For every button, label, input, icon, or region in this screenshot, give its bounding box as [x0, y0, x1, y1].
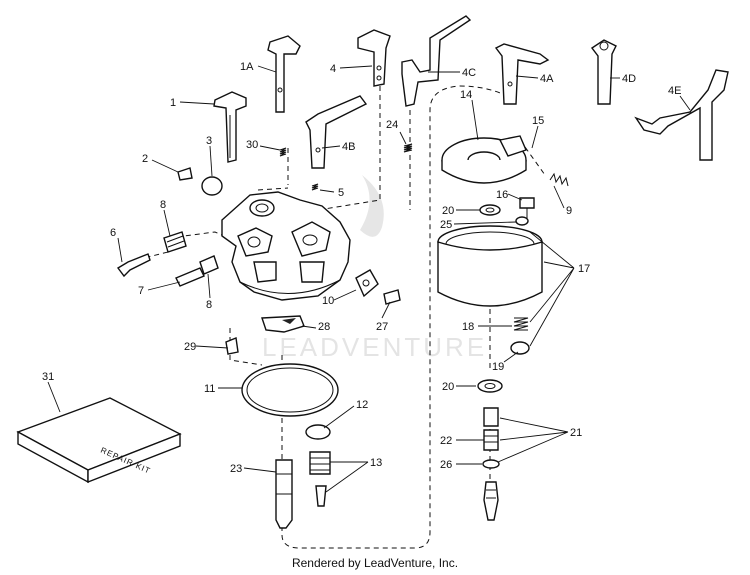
jet-8-lower	[199, 255, 219, 275]
callout-5: 5	[338, 187, 344, 199]
screw-27	[383, 289, 401, 305]
callout-labels: 1 1A 4 4C 4B 4A 4D 4E 14 15 2 3 30 24 5 …	[42, 61, 681, 475]
spring-9	[549, 172, 569, 187]
callout-2: 2	[142, 153, 148, 165]
needle-13	[315, 485, 327, 507]
callout-22: 22	[440, 435, 452, 447]
carburetor-body	[221, 191, 351, 301]
spring-30	[279, 147, 287, 157]
screw-6	[116, 253, 151, 278]
lever-4a	[494, 43, 550, 105]
spring-18	[513, 317, 529, 331]
callout-4a: 4A	[540, 73, 554, 85]
jet-8-upper	[163, 231, 187, 253]
spring-24	[403, 143, 413, 153]
leader-lines	[47, 65, 691, 493]
float-bowl-17	[437, 225, 543, 307]
callout-10: 10	[322, 295, 334, 307]
callout-3: 3	[206, 135, 212, 147]
callout-6: 6	[110, 227, 116, 239]
callout-31: 31	[42, 371, 54, 383]
callout-8-lower: 8	[206, 299, 212, 311]
callout-14: 14	[460, 89, 472, 101]
lever-4b	[305, 95, 368, 169]
gasket-28	[261, 315, 305, 333]
callout-4d: 4D	[622, 73, 636, 85]
callout-17: 17	[578, 263, 590, 275]
callout-1: 1	[170, 97, 176, 109]
callout-24: 24	[386, 119, 398, 131]
callout-23: 23	[230, 463, 242, 475]
leadventure-watermark: LEADVENTURE	[262, 175, 487, 362]
gasket-ring-11	[241, 363, 339, 417]
callout-25: 25	[440, 219, 452, 231]
callout-19: 19	[492, 361, 504, 373]
callout-30: 30	[246, 139, 258, 151]
repair-kit-box: REPAIR KIT	[16, 397, 182, 484]
washer-3	[201, 176, 223, 196]
lever-4	[357, 29, 391, 87]
callout-27: 27	[376, 321, 388, 333]
needle-valve-21	[483, 481, 499, 521]
callout-4c: 4C	[462, 67, 476, 79]
callout-21: 21	[570, 427, 582, 439]
callout-26: 26	[440, 459, 452, 471]
ring-12	[305, 424, 331, 440]
tube-23	[275, 459, 293, 529]
screw-2	[177, 167, 193, 181]
svg-text:LEADVENTURE: LEADVENTURE	[262, 332, 487, 362]
callout-11: 11	[204, 383, 215, 395]
plate-10	[355, 269, 379, 298]
lever-4c	[401, 15, 472, 107]
lever-1a	[267, 35, 301, 113]
callout-29: 29	[184, 341, 196, 353]
callout-4: 4	[330, 63, 336, 75]
callout-16: 16	[496, 189, 508, 201]
washer-20-lower	[477, 379, 503, 393]
washer-20-upper	[479, 204, 501, 216]
callout-13: 13	[370, 457, 382, 469]
washer-26	[482, 459, 500, 469]
callout-18: 18	[462, 321, 474, 333]
callout-4b: 4B	[342, 141, 355, 153]
callout-15: 15	[532, 115, 544, 127]
footer-credit: Rendered by LeadVenture, Inc.	[291, 556, 459, 570]
callout-8-upper: 8	[160, 199, 166, 211]
float-14	[441, 135, 527, 184]
callout-7: 7	[138, 285, 144, 297]
screw-7	[175, 267, 205, 287]
lever-4e	[634, 69, 729, 161]
callout-20-upper: 20	[442, 205, 454, 217]
spring-5	[311, 183, 319, 191]
callout-20-lower: 20	[442, 381, 454, 393]
lever-1	[213, 91, 247, 163]
callout-28: 28	[318, 321, 330, 333]
lever-4d	[590, 39, 617, 105]
needle-seat-13	[309, 451, 331, 475]
bowl-nut-21	[483, 407, 499, 451]
callout-12: 12	[356, 399, 368, 411]
screw-29	[225, 337, 239, 355]
callout-1a: 1A	[240, 61, 254, 73]
washer-25	[515, 216, 529, 226]
callout-4e: 4E	[668, 85, 681, 97]
callout-9: 9	[566, 205, 572, 217]
ring-19	[510, 341, 530, 355]
